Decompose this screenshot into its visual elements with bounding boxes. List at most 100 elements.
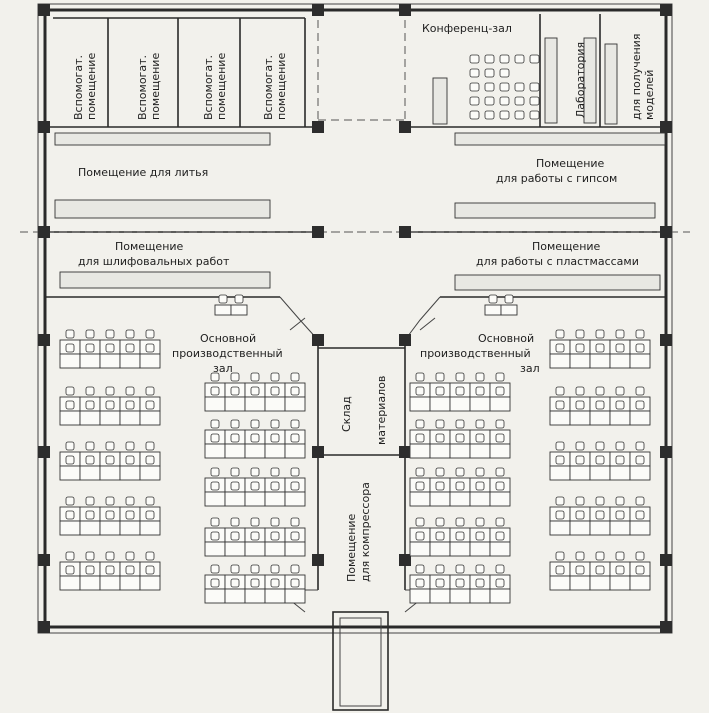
desk	[59, 465, 81, 481]
chair	[290, 419, 300, 429]
conference-seat	[469, 68, 480, 78]
desk	[224, 491, 246, 507]
chair	[65, 551, 75, 561]
desk	[500, 304, 518, 316]
chair	[210, 467, 220, 477]
structural-column	[399, 121, 411, 133]
chair	[488, 294, 498, 304]
desk	[264, 491, 286, 507]
chair	[595, 510, 605, 520]
chair	[290, 386, 300, 396]
conference-seat	[484, 54, 495, 64]
desk	[284, 588, 306, 604]
chair	[65, 329, 75, 339]
desk	[204, 588, 226, 604]
desk	[589, 465, 611, 481]
desk	[79, 575, 101, 591]
desk	[224, 443, 246, 459]
chair	[65, 455, 75, 465]
chair	[475, 467, 485, 477]
chair	[415, 564, 425, 574]
chair	[475, 386, 485, 396]
chair	[125, 496, 135, 506]
structural-column	[312, 334, 324, 346]
chair	[145, 343, 155, 353]
structural-column	[399, 446, 411, 458]
chair	[575, 386, 585, 396]
desk	[99, 465, 121, 481]
chair	[290, 372, 300, 382]
chair	[65, 565, 75, 575]
desk	[119, 575, 141, 591]
chair	[435, 531, 445, 541]
chair	[575, 551, 585, 561]
chair	[210, 578, 220, 588]
desk	[449, 541, 471, 557]
chair	[635, 343, 645, 353]
chair	[415, 531, 425, 541]
structural-column	[660, 334, 672, 346]
room-model-label: для получениямоделей	[630, 34, 656, 120]
desk	[449, 491, 471, 507]
chair	[145, 441, 155, 451]
desk	[549, 520, 571, 536]
chair	[270, 467, 280, 477]
structural-column	[38, 621, 50, 633]
chair	[105, 496, 115, 506]
desk	[99, 520, 121, 536]
chair	[85, 551, 95, 561]
chair	[635, 400, 645, 410]
structural-column	[660, 121, 672, 133]
chair	[125, 400, 135, 410]
chair	[555, 400, 565, 410]
chair	[615, 565, 625, 575]
chair	[145, 496, 155, 506]
chair	[125, 441, 135, 451]
desk	[224, 396, 246, 412]
chair	[595, 551, 605, 561]
desk	[224, 588, 246, 604]
desk	[284, 491, 306, 507]
chair	[250, 372, 260, 382]
room-conference-label: Конференц-зал	[422, 22, 512, 35]
chair	[105, 400, 115, 410]
structural-columns	[38, 4, 672, 633]
chair	[635, 441, 645, 451]
desk	[449, 396, 471, 412]
desk	[119, 410, 141, 426]
chair	[435, 372, 445, 382]
desk	[469, 396, 491, 412]
chair	[415, 578, 425, 588]
structural-column	[38, 121, 50, 133]
chair	[270, 372, 280, 382]
chair	[105, 510, 115, 520]
desk	[589, 520, 611, 536]
desk	[79, 465, 101, 481]
desk	[589, 410, 611, 426]
chair	[250, 564, 260, 574]
chair	[555, 565, 565, 575]
chair	[615, 329, 625, 339]
desk	[59, 520, 81, 536]
chair	[270, 517, 280, 527]
chair	[595, 496, 605, 506]
chair	[85, 441, 95, 451]
chair	[85, 343, 95, 353]
conference-seat	[469, 82, 480, 92]
chair	[270, 481, 280, 491]
chair	[125, 551, 135, 561]
desk	[429, 396, 451, 412]
desk	[489, 396, 511, 412]
chair	[555, 329, 565, 339]
compressor-label: Помещениедля компрессора	[345, 482, 372, 582]
desk	[230, 304, 248, 316]
chair	[270, 386, 280, 396]
structural-column	[399, 334, 411, 346]
chair	[495, 517, 505, 527]
chair	[105, 343, 115, 353]
structural-column	[312, 4, 324, 16]
chair	[455, 386, 465, 396]
chair	[455, 372, 465, 382]
